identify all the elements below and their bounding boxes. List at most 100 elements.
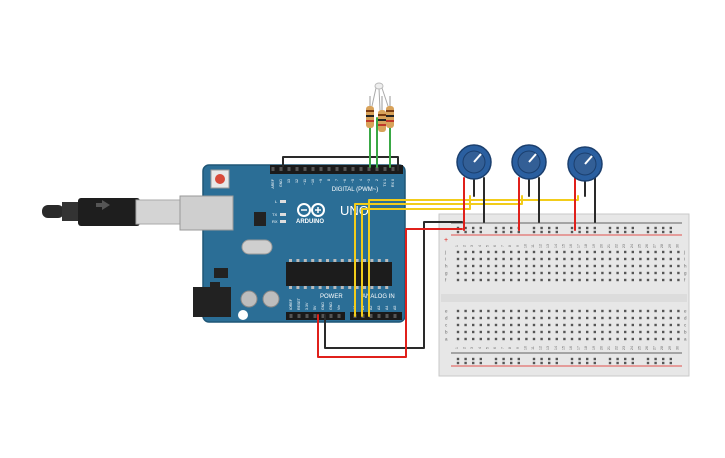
potentiometer-1[interactable] (456, 144, 492, 180)
row-letter: b (445, 330, 448, 335)
column-number: 12 (539, 346, 543, 350)
analog-pin-label: A5 (393, 306, 397, 310)
digital-pin-label: AREF (271, 178, 275, 188)
column-number: 15 (561, 346, 565, 350)
power-pin-label: RESET (297, 297, 301, 310)
digital-pin-label: ~9 (319, 179, 323, 183)
row-letter: f (445, 278, 447, 283)
digital-pin-label: 12 (295, 179, 299, 183)
digital-pin-label: TX 1 (383, 179, 387, 187)
row-letter: d (684, 316, 687, 321)
rgb-led[interactable] (371, 82, 389, 111)
column-number: 26 (645, 244, 649, 248)
column-number: 23 (622, 346, 626, 350)
digital-pin-label: 7 (335, 179, 339, 181)
column-number: 6 (493, 347, 497, 349)
potentiometer-3[interactable] (567, 146, 603, 182)
usb-symbol-icon (96, 200, 110, 210)
column-number: 24 (630, 346, 634, 350)
column-number: 21 (607, 346, 611, 350)
column-number: 8 (508, 245, 512, 247)
capacitor (240, 290, 258, 308)
power-pin-label: 3.3V (305, 302, 309, 310)
column-number: 29 (668, 244, 672, 248)
atmega-chip (286, 262, 392, 286)
column-number: 9 (516, 347, 520, 349)
row-letter: i (445, 257, 446, 262)
column-number: 24 (630, 244, 634, 248)
led-tx-label: TX (272, 212, 277, 217)
column-number: 27 (653, 244, 657, 248)
power-pin-label: IOREF (289, 298, 293, 310)
knob-indicator (528, 153, 537, 163)
wire-5v-rail[interactable] (317, 228, 463, 358)
row-letter: h (445, 264, 448, 269)
power-pin-label: 5V (313, 305, 317, 310)
column-number: 3 (470, 245, 474, 247)
arduino-logo-icon (297, 203, 325, 217)
potentiometer-2[interactable] (511, 144, 547, 180)
wires[interactable] (282, 117, 596, 358)
column-number: 23 (622, 244, 626, 248)
column-number: 1 (455, 245, 459, 247)
column-number: 18 (584, 244, 588, 248)
column-number: 30 (675, 346, 679, 350)
row-letter: f (684, 278, 686, 283)
digital-pin-label: ~3 (367, 179, 371, 183)
capacitor (262, 290, 280, 308)
digital-pin-label: 2 (375, 179, 379, 181)
column-number: 13 (546, 244, 550, 248)
column-number: 10 (523, 346, 527, 350)
column-number: 29 (668, 346, 672, 350)
column-number: 20 (599, 244, 603, 248)
wire-a2[interactable] (368, 195, 579, 317)
column-number: 17 (577, 346, 581, 350)
knob-indicator (473, 153, 482, 163)
row-letter: d (445, 316, 448, 321)
analog-header[interactable] (350, 312, 402, 320)
breadboard[interactable]: - + 112233445566778899101011111212131314… (438, 213, 690, 377)
resistors[interactable] (366, 96, 394, 132)
column-number: 5 (485, 347, 489, 349)
column-number: 8 (508, 347, 512, 349)
wire-gnd-top[interactable] (282, 156, 399, 171)
mount-hole (238, 310, 248, 320)
column-number: 2 (463, 245, 467, 247)
digital-pin-label: 8 (327, 179, 331, 181)
knob-indicator (584, 155, 593, 165)
wire-gnd-rail[interactable] (324, 221, 463, 349)
column-number: 1 (455, 347, 459, 349)
resistor-1[interactable] (366, 96, 374, 128)
column-number: 21 (607, 244, 611, 248)
resistor-2[interactable] (378, 96, 386, 132)
column-number: 19 (592, 244, 596, 248)
usb-cable[interactable] (42, 198, 181, 226)
analog-pin-label: A2 (369, 306, 373, 310)
column-number: 16 (569, 346, 573, 350)
column-number: 4 (478, 347, 482, 349)
row-letter: e (684, 309, 687, 314)
column-number: 19 (592, 346, 596, 350)
column-number: 14 (554, 346, 558, 350)
column-number: 5 (485, 245, 489, 247)
resistor-3[interactable] (386, 96, 394, 128)
crystal (241, 239, 273, 255)
column-number: 7 (501, 245, 505, 247)
analog-label: ANALOG IN (362, 294, 395, 300)
column-number: 16 (569, 244, 573, 248)
usb-chip (254, 212, 266, 226)
usb-jack[interactable] (179, 195, 234, 231)
row-letter: a (445, 337, 448, 342)
row-letter: h (684, 264, 687, 269)
column-number: 22 (615, 346, 619, 350)
wire-a1[interactable] (361, 195, 471, 317)
digital-pin-label: ~11 (303, 179, 307, 185)
column-number: 27 (653, 346, 657, 350)
column-number: 26 (645, 346, 649, 350)
column-number: 30 (675, 244, 679, 248)
analog-pin-label: A3 (377, 306, 381, 310)
